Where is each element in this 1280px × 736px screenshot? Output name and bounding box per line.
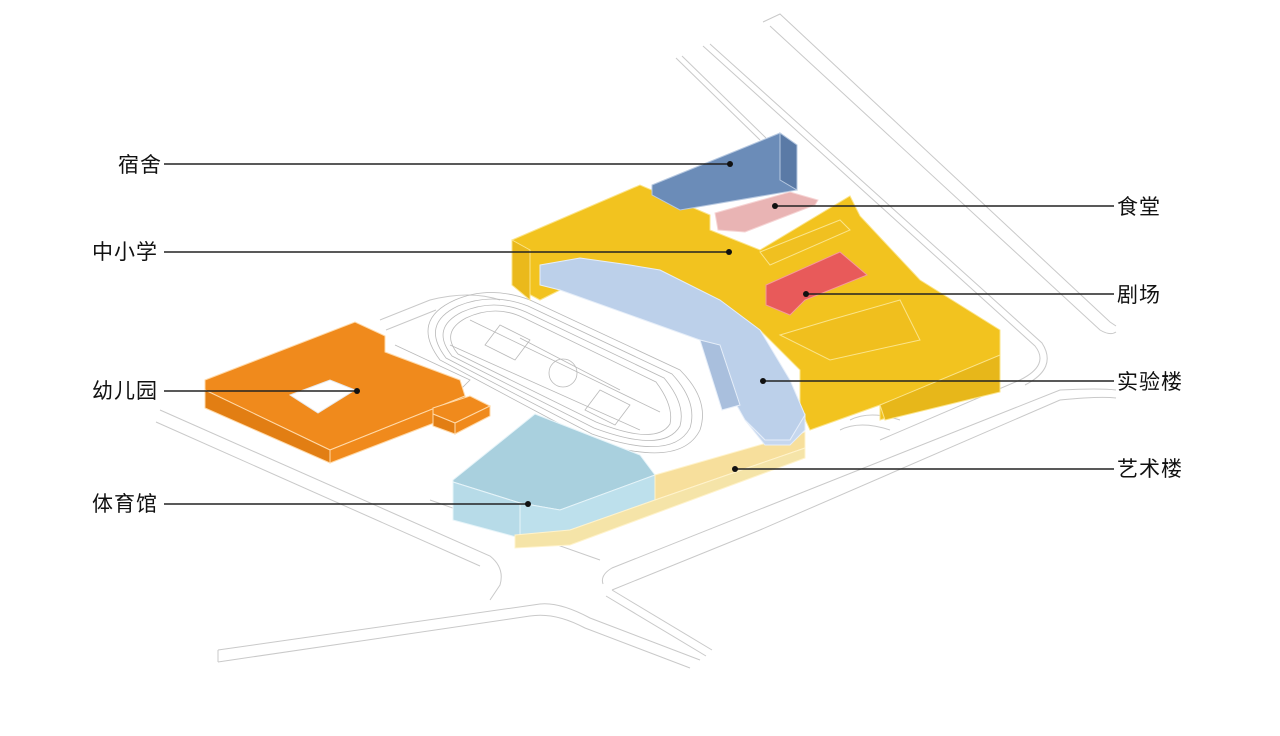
leader-dots	[354, 161, 809, 507]
label-school: 中小学	[92, 240, 158, 264]
kindergarten-building	[204, 321, 492, 464]
label-kindergarten: 幼儿园	[92, 379, 158, 403]
school-building	[511, 184, 1001, 431]
label-gym: 体育馆	[92, 492, 158, 516]
gym-building	[452, 413, 656, 539]
lab-building	[539, 257, 806, 446]
leader-lines	[164, 163, 1114, 505]
label-lab: 实验楼	[1117, 370, 1183, 394]
label-theater: 剧场	[1117, 283, 1161, 307]
running-track	[379, 292, 703, 454]
label-art: 艺术楼	[1117, 457, 1183, 481]
label-canteen: 食堂	[1117, 195, 1161, 219]
label-dorm: 宿舍	[118, 153, 162, 177]
art-building	[514, 431, 806, 549]
dorm-building	[651, 132, 798, 211]
canteen-building	[714, 191, 819, 233]
theater-building	[765, 251, 868, 316]
